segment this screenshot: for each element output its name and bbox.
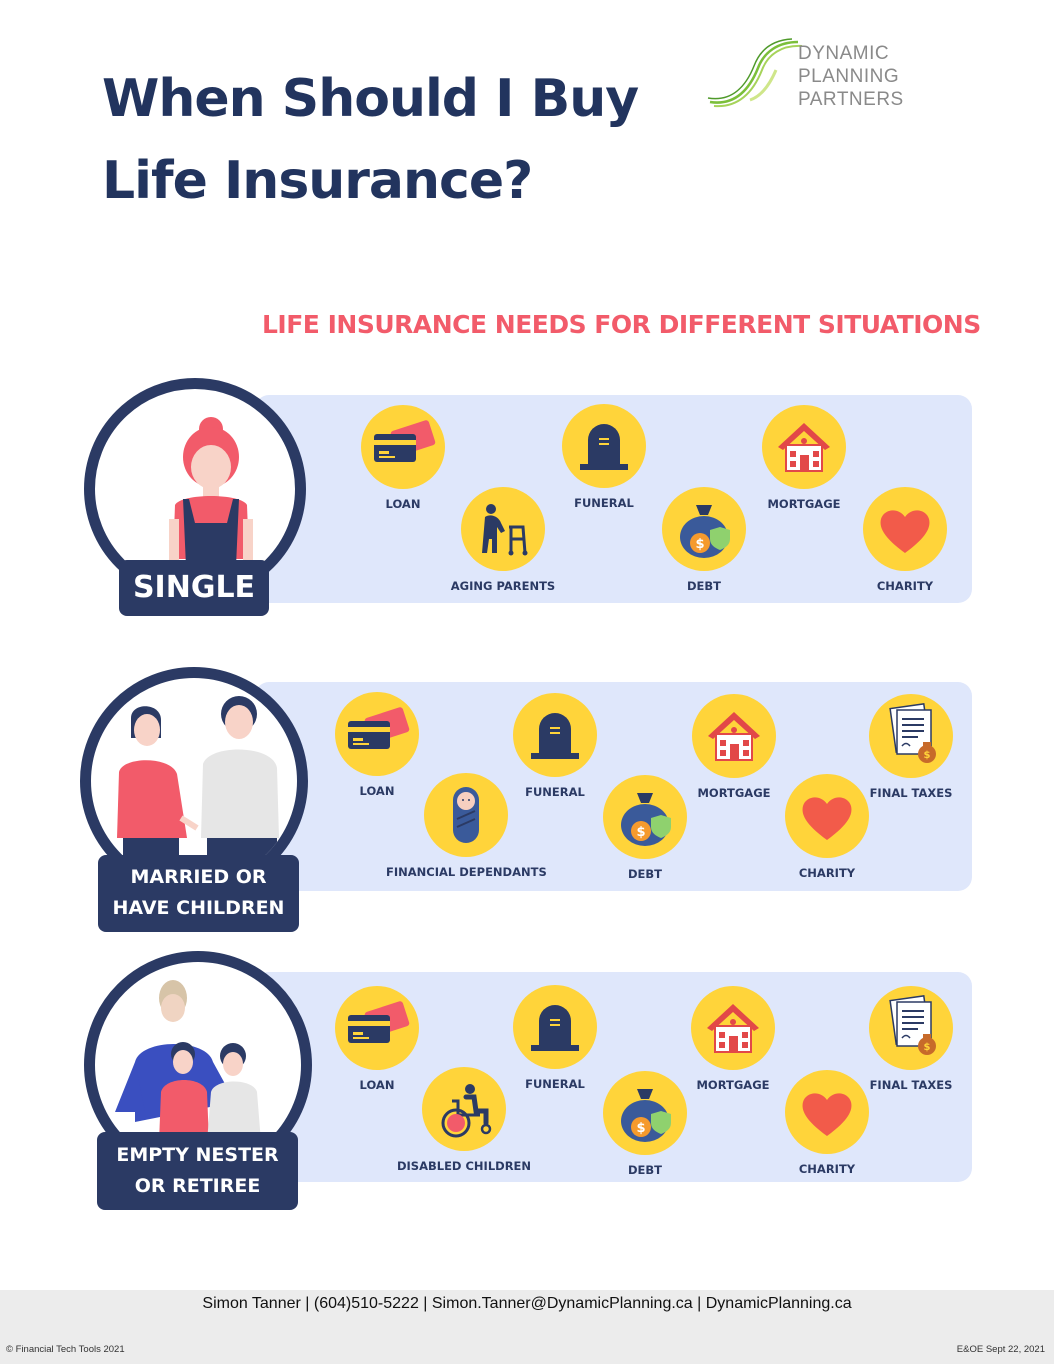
logo-swoosh-icon	[707, 38, 803, 108]
tombstone-icon	[580, 424, 628, 470]
heart-icon	[880, 510, 930, 553]
need-charity: CHARITY	[747, 1070, 907, 1176]
need-loan: LOAN	[323, 405, 483, 511]
need-final-taxes: FINAL TAXES	[831, 694, 991, 800]
need-funeral: FUNERAL	[524, 404, 684, 510]
logo-wordmark: DYNAMIC PLANNING PARTNERS	[798, 43, 904, 110]
couple-icon	[117, 696, 279, 884]
date-note: E&OE Sept 22, 2021	[956, 1344, 1045, 1355]
house-icon	[707, 711, 761, 761]
need-disabled-children: DISABLED CHILDREN	[384, 1067, 544, 1173]
need-loan: LOAN	[297, 692, 457, 798]
credit-card-icon	[348, 1000, 411, 1043]
credit-card-icon	[374, 419, 437, 462]
need-financial-dependants: FINANCIAL DEPENDANTS	[386, 773, 547, 879]
copyright-note: © Financial Tech Tools 2021	[6, 1344, 125, 1355]
need-mortgage: MORTGAGE	[654, 694, 814, 800]
tombstone-icon	[531, 1005, 579, 1051]
company-logo: DYNAMIC PLANNING PARTNERS	[706, 36, 906, 116]
title-line-1: When Should I Buy	[102, 69, 639, 129]
label-single: SINGLE	[119, 560, 269, 616]
house-icon	[706, 1003, 760, 1053]
house-icon	[777, 422, 831, 472]
need-debt: DEBT	[565, 775, 725, 881]
credit-card-icon	[348, 706, 411, 749]
need-mortgage: MORTGAGE	[724, 405, 884, 511]
need-final-taxes: FINAL TAXES	[831, 986, 991, 1092]
label-retiree: EMPTY NESTER OR RETIREE	[97, 1132, 298, 1210]
tombstone-icon	[531, 713, 579, 759]
page-title: When Should I Buy Life Insurance?	[102, 58, 639, 222]
need-aging-parents: AGING PARENTS	[423, 487, 583, 593]
tax-document-icon	[889, 995, 937, 1056]
label-married: MARRIED OR HAVE CHILDREN	[98, 855, 299, 932]
family-icon	[115, 980, 261, 1142]
need-funeral: FUNERAL	[475, 693, 635, 799]
need-debt: DEBT	[565, 1071, 725, 1177]
tax-document-icon	[889, 703, 937, 764]
contact-line: Simon Tanner | (604)510-5222 | Simon.Tan…	[202, 1295, 852, 1312]
need-mortgage: MORTGAGE	[653, 986, 813, 1092]
need-charity: CHARITY	[825, 487, 985, 593]
need-loan: LOAN	[297, 986, 457, 1092]
single-woman-icon	[169, 417, 253, 589]
need-debt: DEBT	[624, 487, 784, 593]
need-funeral: FUNERAL	[475, 985, 635, 1091]
section-heading: LIFE INSURANCE NEEDS FOR DIFFERENT SITUA…	[262, 310, 981, 339]
footer: Simon Tanner | (604)510-5222 | Simon.Tan…	[0, 1290, 1054, 1364]
title-line-2: Life Insurance?	[102, 151, 533, 211]
need-charity: CHARITY	[747, 774, 907, 880]
